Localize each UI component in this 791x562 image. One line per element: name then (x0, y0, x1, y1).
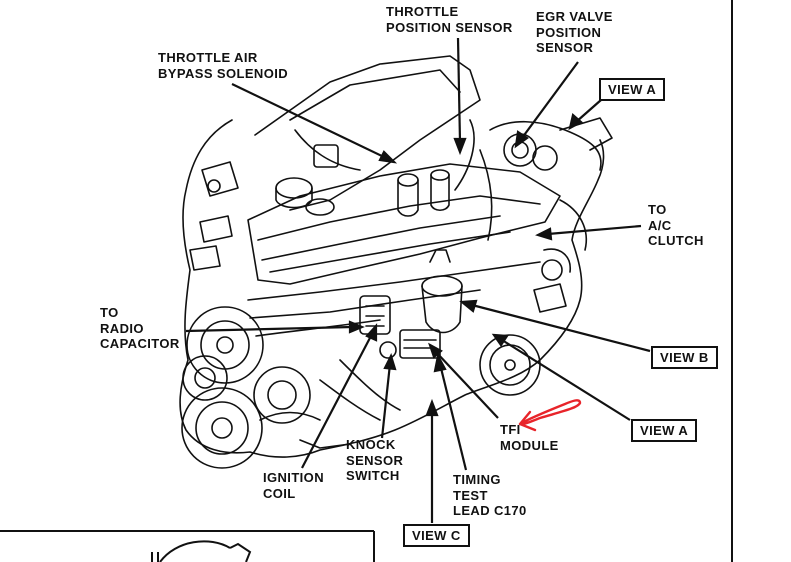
label-throttle-air-bypass-solenoid: THROTTLE AIR BYPASS SOLENOID (158, 50, 289, 81)
view-a-top-box: VIEW A (599, 78, 666, 101)
view-c-box: VIEW C (403, 524, 470, 547)
label-to-radio-capacitor: TO RADIO CAPACITOR (100, 305, 180, 351)
view-a-bottom-box: VIEW A (631, 419, 698, 442)
label-knock-sensor-switch: KNOCK SENSOR SWITCH (346, 437, 404, 483)
label-to-ac-clutch: TO A/C CLUTCH (648, 202, 704, 248)
page-right-border (731, 0, 733, 562)
label-throttle-position-sensor: THROTTLE POSITION SENSOR (386, 4, 513, 35)
label-tfi-module: TFI MODULE (500, 422, 559, 453)
label-ignition-coil: IGNITION COIL (263, 470, 324, 501)
label-egr-valve-position-sensor: EGR VALVE POSITION SENSOR (536, 9, 613, 55)
red-annotation-arrow (518, 399, 582, 432)
view-b-box: VIEW B (651, 346, 718, 369)
label-timing-test-lead: TIMING TEST LEAD C170 (453, 472, 527, 518)
